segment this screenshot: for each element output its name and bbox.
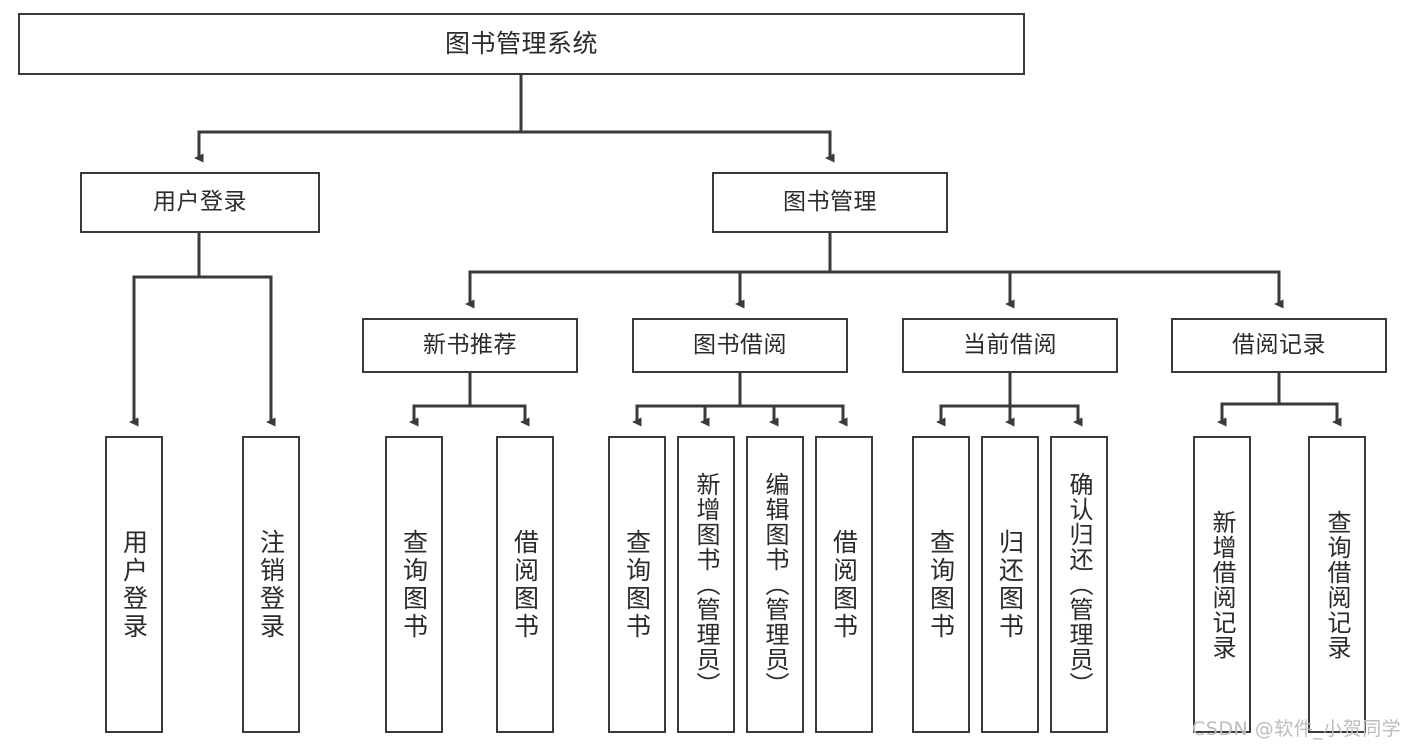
csdn-watermark: CSDN @软件_小贺同学 xyxy=(1192,718,1402,740)
leaf-borrow-edit-book-admin-label: 编辑图书（管理员） xyxy=(761,472,789,697)
node-current-borrow-label: 当前借阅 xyxy=(963,331,1057,358)
leaf-borrow-edit-book-admin[interactable]: 编辑图书（管理员） xyxy=(746,436,804,733)
node-user-login[interactable]: 用户登录 xyxy=(80,172,320,233)
leaf-record-query-record-label: 查询借阅记录 xyxy=(1323,509,1351,660)
node-new-book-recommend-label: 新书推荐 xyxy=(423,331,517,358)
node-book-management[interactable]: 图书管理 xyxy=(712,172,948,233)
node-book-borrow[interactable]: 图书借阅 xyxy=(632,318,848,373)
leaf-current-query-book[interactable]: 查询图书 xyxy=(912,436,970,733)
node-new-book-recommend[interactable]: 新书推荐 xyxy=(362,318,578,373)
leaf-user-login-login-label: 用户登录 xyxy=(119,528,149,641)
leaf-new-book-borrow[interactable]: 借阅图书 xyxy=(496,436,554,733)
leaf-user-login-logout-label: 注销登录 xyxy=(256,528,286,641)
node-root-book-management-system[interactable]: 图书管理系统 xyxy=(18,13,1025,75)
leaf-current-return-book[interactable]: 归还图书 xyxy=(981,436,1039,733)
leaf-record-add-record-label: 新增借阅记录 xyxy=(1208,509,1236,660)
leaf-new-book-borrow-label: 借阅图书 xyxy=(510,528,540,641)
leaf-new-book-query[interactable]: 查询图书 xyxy=(385,436,443,733)
leaf-borrow-borrow-book[interactable]: 借阅图书 xyxy=(815,436,873,733)
leaf-borrow-query-book-label: 查询图书 xyxy=(622,528,652,641)
leaf-current-return-book-label: 归还图书 xyxy=(995,528,1025,641)
leaf-borrow-add-book-admin-label: 新增图书（管理员） xyxy=(692,472,720,697)
node-book-borrow-label: 图书借阅 xyxy=(693,331,787,358)
node-borrow-record[interactable]: 借阅记录 xyxy=(1171,318,1387,373)
leaf-current-confirm-return-admin-label: 确认归还（管理员） xyxy=(1065,472,1093,697)
node-root-label: 图书管理系统 xyxy=(444,29,598,58)
leaf-current-query-book-label: 查询图书 xyxy=(926,528,956,641)
node-current-borrow[interactable]: 当前借阅 xyxy=(902,318,1118,373)
node-user-login-label: 用户登录 xyxy=(153,188,247,215)
leaf-record-query-record[interactable]: 查询借阅记录 xyxy=(1308,436,1366,733)
leaf-current-confirm-return-admin[interactable]: 确认归还（管理员） xyxy=(1050,436,1108,733)
leaf-new-book-query-label: 查询图书 xyxy=(399,528,429,641)
node-borrow-record-label: 借阅记录 xyxy=(1232,331,1326,358)
leaf-user-login-logout[interactable]: 注销登录 xyxy=(242,436,300,733)
leaf-record-add-record[interactable]: 新增借阅记录 xyxy=(1193,436,1251,733)
node-book-management-label: 图书管理 xyxy=(783,188,877,215)
leaf-borrow-borrow-book-label: 借阅图书 xyxy=(829,528,859,641)
leaf-borrow-query-book[interactable]: 查询图书 xyxy=(608,436,666,733)
leaf-user-login-login[interactable]: 用户登录 xyxy=(105,436,163,733)
leaf-borrow-add-book-admin[interactable]: 新增图书（管理员） xyxy=(677,436,735,733)
